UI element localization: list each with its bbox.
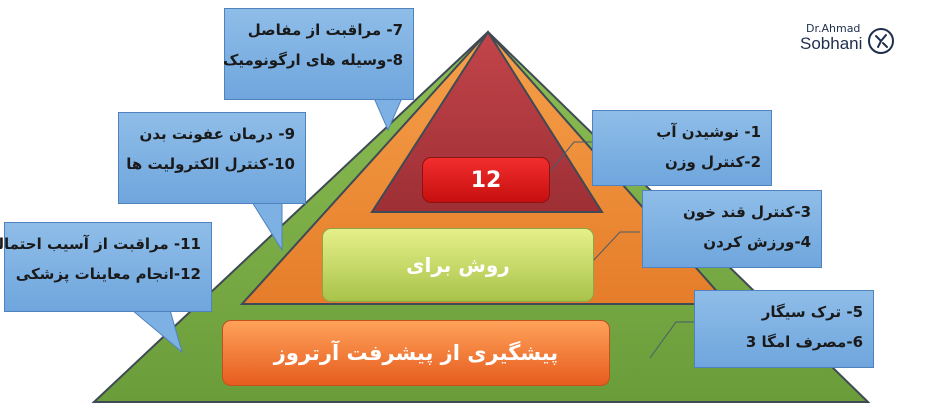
callout-item: 2-کنترل وزن <box>665 153 761 171</box>
callout-low-left: 11- مراقبت از آسیب احتمالی 12-انجام معای… <box>0 222 212 312</box>
callout-item: 11- مراقبت از آسیب احتمالی <box>0 235 201 253</box>
pyramid-top-label: 12 <box>422 157 550 203</box>
leader-line-low-right <box>649 321 694 359</box>
callout-item: 12-انجام معاینات پزشکی <box>15 265 201 283</box>
callout-top-left: 7- مراقبت از مفاصل 8-وسیله های ارگونومیک <box>222 8 414 100</box>
pyramid-middle-label: روش برای <box>322 228 594 302</box>
callout-mid-right: 3-کنترل قند خون 4-ورزش کردن <box>642 190 822 268</box>
logo-line2: Sobhani <box>800 34 863 53</box>
pyramid-bottom-label: پیشگیری از پیشرفت آرتروز <box>222 320 610 386</box>
callout-item: 8-وسیله های ارگونومیک <box>222 51 403 69</box>
callout-item: 5- ترک سیگار <box>761 303 863 321</box>
leader-line-top-right <box>545 141 594 177</box>
logo-line1: Dr.Ahmad <box>806 22 861 35</box>
callout-item: 7- مراقبت از مفاصل <box>247 21 403 39</box>
logo-emblem-icon <box>868 28 894 54</box>
callout-mid-left: 9- درمان عفونت بدن 10-کنترل الکترولیت ها <box>118 112 306 204</box>
leader-line-mid-right <box>591 231 640 263</box>
brand-logo: Dr.Ahmad Sobhani <box>776 20 896 64</box>
callout-top-right: 1- نوشیدن آب 2-کنترل وزن <box>592 110 772 186</box>
callout-item: 1- نوشیدن آب <box>656 123 761 141</box>
callout-item: 4-ورزش کردن <box>703 233 811 251</box>
bottom-label-text: پیشگیری از پیشرفت آرتروز <box>273 341 559 365</box>
top-label-text: 12 <box>470 167 502 193</box>
callout-low-right: 5- ترک سیگار 6-مصرف امگا 3 <box>694 290 874 368</box>
callout-item: 6-مصرف امگا 3 <box>745 333 863 351</box>
middle-label-text: روش برای <box>406 253 510 277</box>
callout-item: 10-کنترل الکترولیت ها <box>126 155 295 173</box>
callout-item: 9- درمان عفونت بدن <box>139 125 295 143</box>
callout-item: 3-کنترل قند خون <box>682 203 811 221</box>
